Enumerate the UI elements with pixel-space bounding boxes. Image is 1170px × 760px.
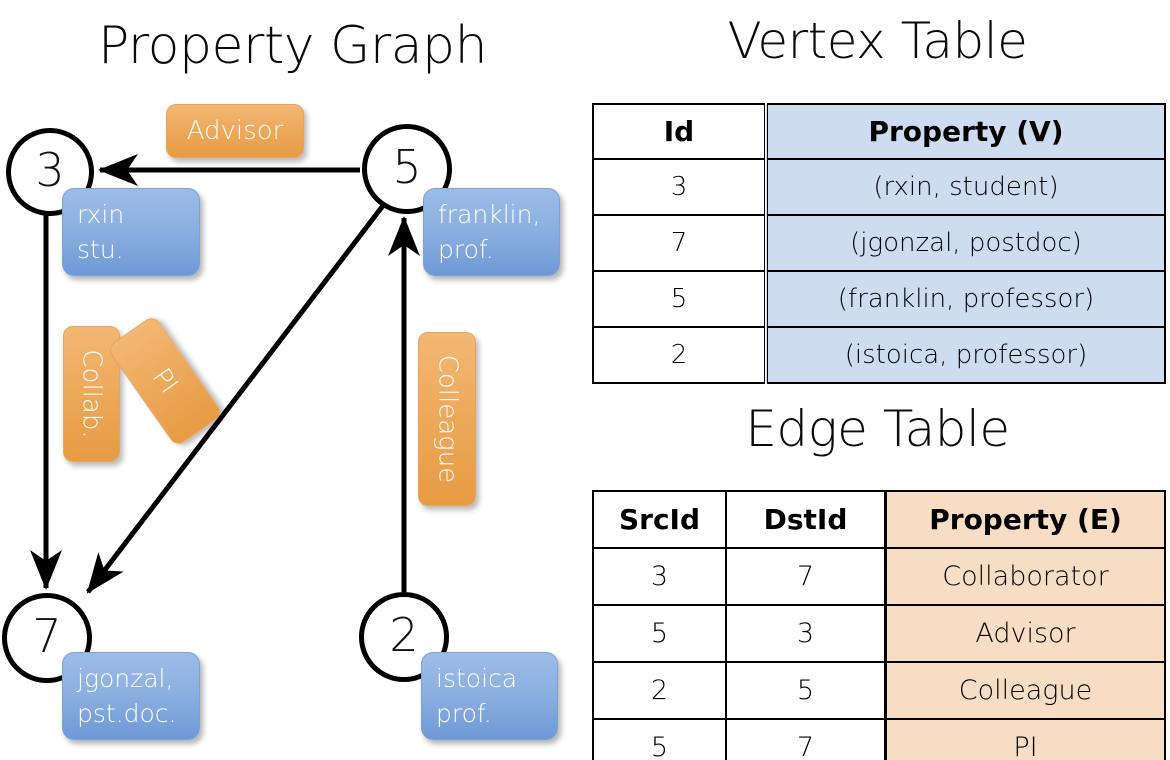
edge-row-2-src: 2 [592, 661, 727, 720]
vertex-table-header-row: Id Property (V) [592, 103, 1166, 160]
edge-arrow-pi-5-to-7 [86, 201, 387, 594]
vertex-table: Id Property (V) 3 (rxin, student) 7 (jgo… [592, 103, 1166, 384]
edge-property-label-advisor: Advisor [166, 104, 304, 158]
vertex-5-label: 5 [392, 140, 422, 194]
edge-row-3-src: 5 [592, 718, 727, 760]
table-row: 5 7 PI [592, 718, 1166, 760]
vertex-property-box-rxin: rxin stu. [62, 188, 200, 276]
table-row: 3 7 Collaborator [592, 547, 1166, 606]
vertex-property-franklin-line1: franklin, [438, 199, 541, 229]
vertex-property-box-istoica: istoica prof. [421, 652, 558, 740]
vertex-property-rxin-line1: rxin [77, 199, 125, 229]
vertex-row-1-id: 7 [592, 214, 767, 272]
edge-label-colleague-text: Colleague [432, 354, 463, 484]
vertex-property-box-jgonzal: jgonzal, pst.doc. [62, 652, 200, 740]
table-row: 2 (istoica, professor) [592, 326, 1166, 384]
vertex-2-label: 2 [389, 608, 419, 662]
table-row: 5 (franklin, professor) [592, 270, 1166, 328]
edge-table-header-dstid: DstId [725, 490, 887, 549]
table-row: 3 (rxin, student) [592, 158, 1166, 216]
vertex-property-istoica-line2: prof. [436, 699, 492, 728]
vertex-row-0-id: 3 [592, 158, 767, 216]
edge-row-3-property: PI [884, 718, 1166, 760]
edge-row-0-property: Collaborator [884, 547, 1166, 606]
vertex-3-label: 3 [35, 143, 65, 197]
vertex-row-2-id: 5 [592, 270, 767, 328]
vertex-property-box-franklin: franklin, prof. [423, 188, 560, 276]
vertex-row-1-property: (jgonzal, postdoc) [764, 214, 1166, 272]
vertex-property-franklin-line2: prof. [438, 235, 494, 264]
vertex-row-0-property: (rxin, student) [764, 158, 1166, 216]
edge-row-2-property: Colleague [884, 661, 1166, 720]
graph-edge-arrows [30, 154, 420, 594]
edge-row-1-src: 5 [592, 604, 727, 663]
edge-row-0-src: 3 [592, 547, 727, 606]
edge-label-collab-text: Collab. [76, 349, 107, 439]
page-title-property-graph: Property Graph [97, 16, 488, 76]
property-graph-diagram: 3 5 7 2 rxin stu. franklin, prof. jgonza… [2, 104, 560, 740]
graph-vertex-2[interactable]: 2 [359, 592, 449, 682]
edge-label-advisor-text: Advisor [186, 116, 284, 146]
vertex-property-jgonzal-line2: pst.doc. [77, 699, 177, 728]
edge-table-header-srcid: SrcId [592, 490, 727, 549]
vertex-table-header-property: Property (V) [764, 103, 1166, 160]
edge-row-0-dst: 7 [725, 547, 887, 606]
page-title-edge-table: Edge Table [745, 400, 1010, 458]
vertex-row-3-property: (istoica, professor) [764, 326, 1166, 384]
edge-row-3-dst: 7 [725, 718, 887, 760]
edge-row-1-dst: 3 [725, 604, 887, 663]
vertex-7-label: 7 [32, 609, 62, 663]
edge-row-1-property: Advisor [884, 604, 1166, 663]
edge-property-label-colleague: Colleague [418, 332, 476, 506]
vertex-property-jgonzal-line1: jgonzal, [77, 663, 174, 693]
table-row: 5 3 Advisor [592, 604, 1166, 663]
vertex-property-rxin-line2: stu. [77, 235, 124, 264]
edge-table-header-property: Property (E) [884, 490, 1166, 549]
vertex-table-header-id: Id [592, 103, 767, 160]
vertex-property-istoica-line1: istoica [436, 663, 518, 693]
table-row: 2 5 Colleague [592, 661, 1166, 720]
edge-label-pi-text: PI [146, 362, 184, 400]
vertex-row-3-id: 2 [592, 326, 767, 384]
edge-table-header-row: SrcId DstId Property (E) [592, 490, 1166, 549]
table-row: 7 (jgonzal, postdoc) [592, 214, 1166, 272]
vertex-row-2-property: (franklin, professor) [764, 270, 1166, 328]
page-title-vertex-table: Vertex Table [727, 12, 1028, 70]
graph-vertex-5[interactable]: 5 [362, 124, 452, 214]
edge-table: SrcId DstId Property (E) 3 7 Collaborato… [592, 490, 1166, 760]
edge-row-2-dst: 5 [725, 661, 887, 720]
